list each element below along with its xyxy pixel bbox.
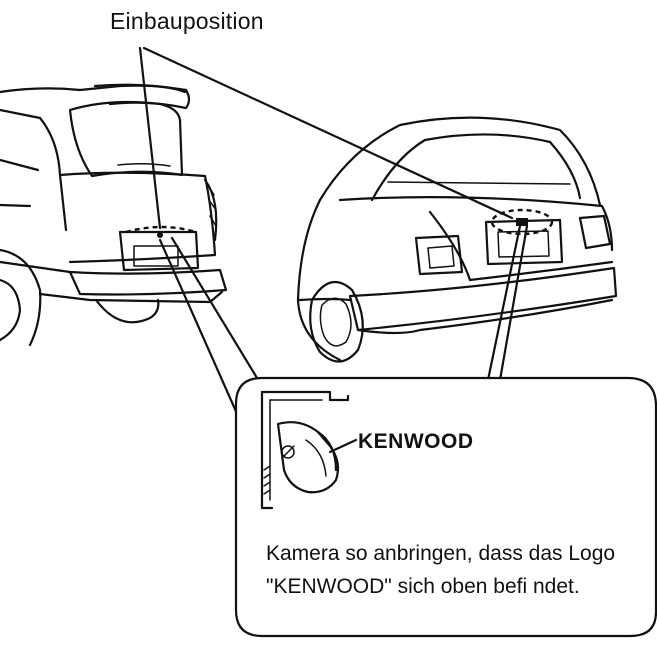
installation-position-title: Einbauposition	[110, 8, 264, 34]
mounting-note-line-2: "KENWOOD" sich oben befi ndet.	[266, 575, 580, 598]
kenwood-logo-label: KENWOOD	[358, 430, 474, 453]
callout-lines	[138, 46, 529, 436]
sedan-illustration	[296, 116, 618, 363]
mounting-note: Kamera so anbringen, dass das Logo "KENW…	[266, 537, 636, 603]
detail-callout-box	[234, 376, 657, 638]
mounting-note-line-1: Kamera so anbringen, dass das Logo	[266, 542, 616, 565]
hatchback-illustration	[0, 83, 228, 347]
